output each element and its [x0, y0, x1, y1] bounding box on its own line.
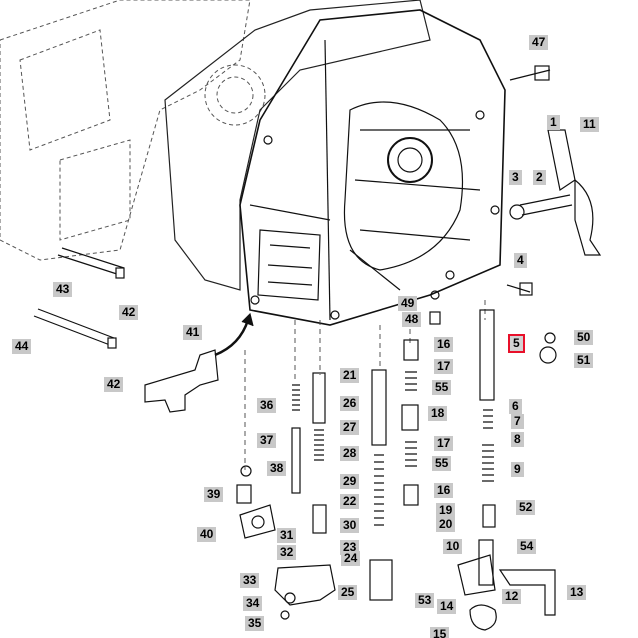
callout-part-20[interactable]: 20: [436, 517, 456, 532]
callout-part-12[interactable]: 12: [502, 589, 522, 604]
callout-part-14[interactable]: 14: [437, 599, 457, 614]
callout-part-54[interactable]: 54: [517, 539, 537, 554]
callout-part-15[interactable]: 15: [430, 627, 450, 638]
callout-part-51[interactable]: 51: [574, 353, 594, 368]
lever-assembly: [506, 65, 602, 296]
callout-part-18[interactable]: 18: [428, 406, 448, 421]
housing-gasket: [164, 0, 431, 291]
callout-part-36[interactable]: 36: [257, 398, 277, 413]
valve-housing: [239, 9, 506, 326]
callout-part-47[interactable]: 47: [529, 35, 549, 50]
callout-part-24[interactable]: 24: [341, 551, 361, 566]
callout-part-41[interactable]: 41: [183, 325, 203, 340]
callout-part-9[interactable]: 9: [511, 462, 524, 477]
callout-part-39[interactable]: 39: [204, 487, 224, 502]
callout-part-44[interactable]: 44: [12, 339, 32, 354]
callout-part-21[interactable]: 21: [340, 368, 360, 383]
callout-part-8[interactable]: 8: [511, 432, 524, 447]
callout-part-55[interactable]: 55: [432, 456, 452, 471]
callout-part-55[interactable]: 55: [432, 380, 452, 395]
callout-part-16[interactable]: 16: [434, 483, 454, 498]
valve-springs: [291, 339, 419, 601]
bracket-arrow: [214, 319, 250, 357]
callout-part-52[interactable]: 52: [516, 500, 536, 515]
callout-part-49[interactable]: 49: [398, 296, 418, 311]
callout-part-17[interactable]: 17: [434, 359, 454, 374]
callout-part-19[interactable]: 19: [436, 503, 456, 518]
callout-part-40[interactable]: 40: [197, 527, 217, 542]
callout-part-16[interactable]: 16: [434, 337, 454, 352]
callout-part-26[interactable]: 26: [340, 396, 360, 411]
bracket: [144, 349, 219, 413]
long-bolts: [33, 247, 125, 349]
callout-part-2[interactable]: 2: [533, 170, 546, 185]
callout-part-38[interactable]: 38: [267, 461, 287, 476]
callout-part-10[interactable]: 10: [443, 539, 463, 554]
callout-part-11[interactable]: 11: [580, 117, 599, 132]
engine-block-outline: [0, 0, 266, 261]
callout-part-35[interactable]: 35: [245, 616, 265, 631]
callout-part-50[interactable]: 50: [574, 330, 594, 345]
callout-part-4[interactable]: 4: [514, 253, 527, 268]
callout-part-48[interactable]: 48: [402, 312, 422, 327]
callout-part-33[interactable]: 33: [240, 573, 260, 588]
callout-part-31[interactable]: 31: [277, 528, 297, 543]
callout-part-43[interactable]: 43: [53, 282, 73, 297]
callout-part-1[interactable]: 1: [547, 115, 560, 130]
callout-part-37[interactable]: 37: [257, 433, 277, 448]
callout-part-3[interactable]: 3: [509, 170, 522, 185]
callout-part-7[interactable]: 7: [511, 414, 524, 429]
callout-part-17[interactable]: 17: [434, 436, 454, 451]
lower-left-parts: [236, 290, 557, 631]
callout-part-6[interactable]: 6: [509, 399, 522, 414]
callout-part-42[interactable]: 42: [104, 377, 124, 392]
callout-part-5[interactable]: 5: [508, 334, 525, 353]
callout-part-13[interactable]: 13: [567, 585, 587, 600]
callout-part-22[interactable]: 22: [340, 494, 360, 509]
callout-part-29[interactable]: 29: [340, 474, 360, 489]
callout-part-34[interactable]: 34: [243, 596, 263, 611]
callout-part-30[interactable]: 30: [340, 518, 360, 533]
callout-part-42[interactable]: 42: [119, 305, 139, 320]
callout-part-25[interactable]: 25: [338, 585, 358, 600]
callout-part-28[interactable]: 28: [340, 446, 360, 461]
part-5-spool: [457, 309, 496, 596]
callout-part-32[interactable]: 32: [277, 545, 297, 560]
callout-part-27[interactable]: 27: [340, 420, 360, 435]
callout-part-53[interactable]: 53: [415, 593, 435, 608]
